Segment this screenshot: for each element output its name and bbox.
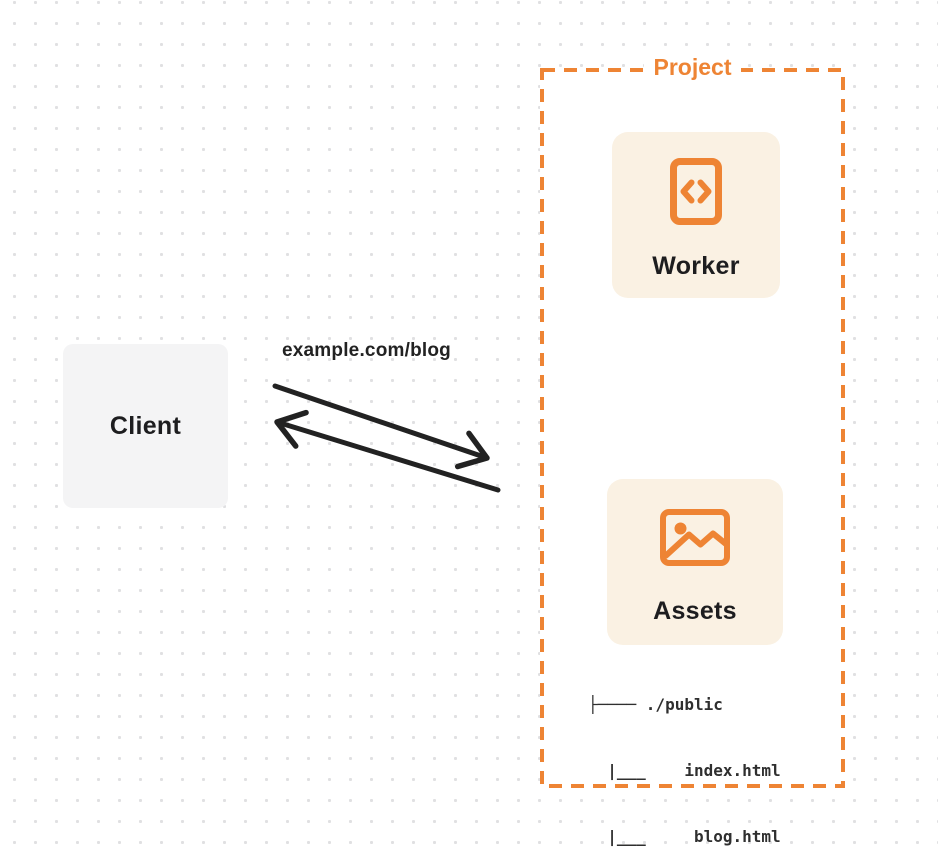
project-dashed-border [540, 68, 845, 788]
assets-label: Assets [653, 597, 737, 625]
file-tree: ├──── ./public |___ index.html |___ blog… [588, 650, 781, 860]
request-response-arrows [272, 383, 501, 493]
response-arrow [274, 409, 501, 493]
client-box: Client [63, 344, 228, 508]
tree-line-public: ├──── ./public [588, 695, 723, 714]
request-arrow [272, 383, 490, 470]
assets-card: Assets [607, 479, 783, 645]
client-label: Client [109, 411, 182, 440]
code-icon [670, 158, 722, 225]
project-box: Project Worker Assets ├──── ./public |__… [540, 51, 845, 846]
request-url-label: example.com/blog [282, 340, 451, 361]
worker-card: Worker [612, 132, 780, 298]
tree-line-index: |___ index.html [588, 761, 781, 780]
worker-label: Worker [652, 252, 740, 280]
tree-line-blog: |___ blog.html [588, 827, 781, 846]
project-label: Project [643, 51, 742, 83]
image-icon [660, 509, 730, 566]
